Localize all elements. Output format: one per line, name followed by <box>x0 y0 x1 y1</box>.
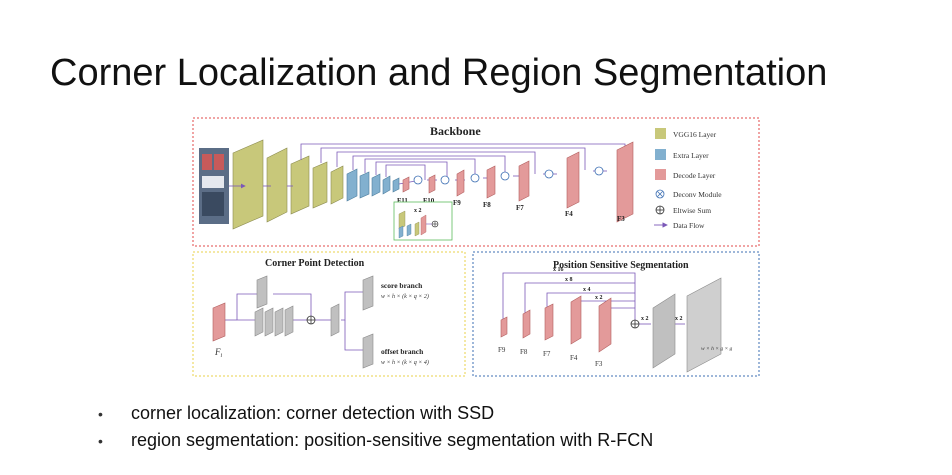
corner-eltwise-icon <box>306 315 316 325</box>
segmentation-output-formula: w × h × g × g <box>701 346 733 352</box>
upsample-label-2: x 2 <box>675 316 683 322</box>
architecture-figure: Backbone <box>192 117 760 377</box>
label-f10: F10 <box>423 197 435 205</box>
seg-label-f8: F8 <box>520 348 528 356</box>
segmentation-title: Position Sensitive Segmentation <box>553 260 689 271</box>
label-f7: F7 <box>516 204 524 212</box>
legend-label-extra: Extra Layer <box>673 151 709 160</box>
corner-input-label: Fi <box>214 347 223 359</box>
input-image <box>199 148 229 224</box>
seg-label-f9: F9 <box>498 346 506 354</box>
offset-branch-formula: w × h × (k × q × 4) <box>381 359 429 366</box>
backbone-feature-labels: F11 F10 F9 F8 F7 F4 F3 <box>397 197 625 223</box>
scale-x4: x 4 <box>583 287 591 293</box>
label-f3: F3 <box>617 215 625 223</box>
bullet-text: region segmentation: position-sensitive … <box>131 430 654 450</box>
segmentation-eltwise-icon <box>630 319 640 329</box>
circled-plus-icon <box>655 205 665 215</box>
bullet-dot-icon: • <box>98 433 103 449</box>
scale-x2: x 2 <box>595 295 603 301</box>
seg-label-f4: F4 <box>570 354 578 362</box>
seg-label-f3: F3 <box>595 360 603 368</box>
segmentation-feature-layers <box>500 295 612 353</box>
segmentation-mid-map <box>652 293 676 369</box>
score-branch-label: score branch <box>381 281 423 290</box>
corner-flow <box>225 291 363 351</box>
deconv-modules <box>413 166 604 185</box>
seg-label-f7: F7 <box>543 350 551 358</box>
deconv-inset: x 2 <box>393 201 453 241</box>
corner-title: Corner Point Detection <box>265 258 365 269</box>
bullet-list: • corner localization: corner detection w… <box>98 400 653 454</box>
legend-swatch-decode <box>655 169 666 180</box>
bullet-dot-icon: • <box>98 406 103 422</box>
label-f8: F8 <box>483 201 491 209</box>
vgg16-layers <box>232 139 344 230</box>
segmentation-feature-labels: F9 F8 F7 F4 F3 <box>498 346 603 368</box>
legend-label-deconv: Deconv Module <box>673 190 722 199</box>
legend-swatch-vgg <box>655 128 666 139</box>
corner-panel <box>192 251 466 377</box>
bullet-item: • region segmentation: position-sensitive… <box>98 427 653 454</box>
backbone-title: Backbone <box>430 124 481 138</box>
extra-layers <box>346 168 400 202</box>
circled-x-icon <box>655 189 665 199</box>
slide-title: Corner Localization and Region Segmentat… <box>50 52 828 94</box>
legend-label-eltwise: Eltwise Sum <box>673 206 711 215</box>
bullet-text: corner localization: corner detection wi… <box>131 403 495 423</box>
score-branch-formula: w × h × (k × q × 2) <box>381 293 429 300</box>
label-f9: F9 <box>453 199 461 207</box>
segmentation-output-map <box>686 277 722 373</box>
legend-label-decode: Decode Layer <box>673 171 716 180</box>
scale-x16: x 16 <box>553 267 564 273</box>
corner-input-layer <box>212 302 226 342</box>
legend-swatch-extra <box>655 149 666 160</box>
label-f11: F11 <box>397 197 408 205</box>
legend-label-vgg: VGG16 Layer <box>673 130 717 139</box>
scale-x8: x 8 <box>565 277 573 283</box>
inset-scale-label: x 2 <box>414 208 422 214</box>
legend: VGG16 Layer Extra Layer Decode Layer Dec… <box>654 128 722 230</box>
label-f4: F4 <box>565 210 573 218</box>
backbone-data-flow <box>229 143 626 189</box>
segmentation-scale-labels: x 16 x 8 x 4 x 2 <box>553 267 603 301</box>
bullet-item: • corner localization: corner detection w… <box>98 400 653 427</box>
offset-branch-label: offset branch <box>381 347 424 356</box>
legend-label-dataflow: Data Flow <box>673 221 705 230</box>
decode-layers <box>402 141 634 223</box>
upsample-label-1: x 2 <box>641 316 649 322</box>
corner-conv-layers <box>254 275 374 369</box>
